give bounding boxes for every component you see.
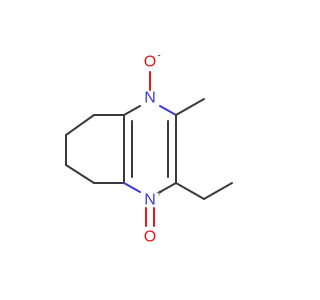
bond-c5-c4: [65, 164, 95, 184]
bond-c3-n4: [159, 182, 177, 193]
atom-n4-charge: +: [156, 189, 162, 200]
bond-n4-c4a: [123, 182, 141, 193]
bond-ethyl-2: [203, 182, 233, 200]
bond-c2-methyl: [175, 98, 205, 116]
atom-o1-label: O: [144, 54, 156, 71]
bond-c7-c6: [65, 114, 95, 136]
atom-n4-label: N: [144, 192, 156, 209]
bond-c3-ethyl-1: [175, 182, 205, 200]
molecule-structure: N O - N + O: [65, 51, 233, 246]
bond-c8a-n1: [123, 105, 141, 116]
atom-n1-label: N: [144, 90, 156, 107]
bond-n1-c2: [159, 105, 177, 116]
atom-o1-charge: -: [157, 51, 160, 62]
atom-o4-label: O: [144, 229, 156, 246]
